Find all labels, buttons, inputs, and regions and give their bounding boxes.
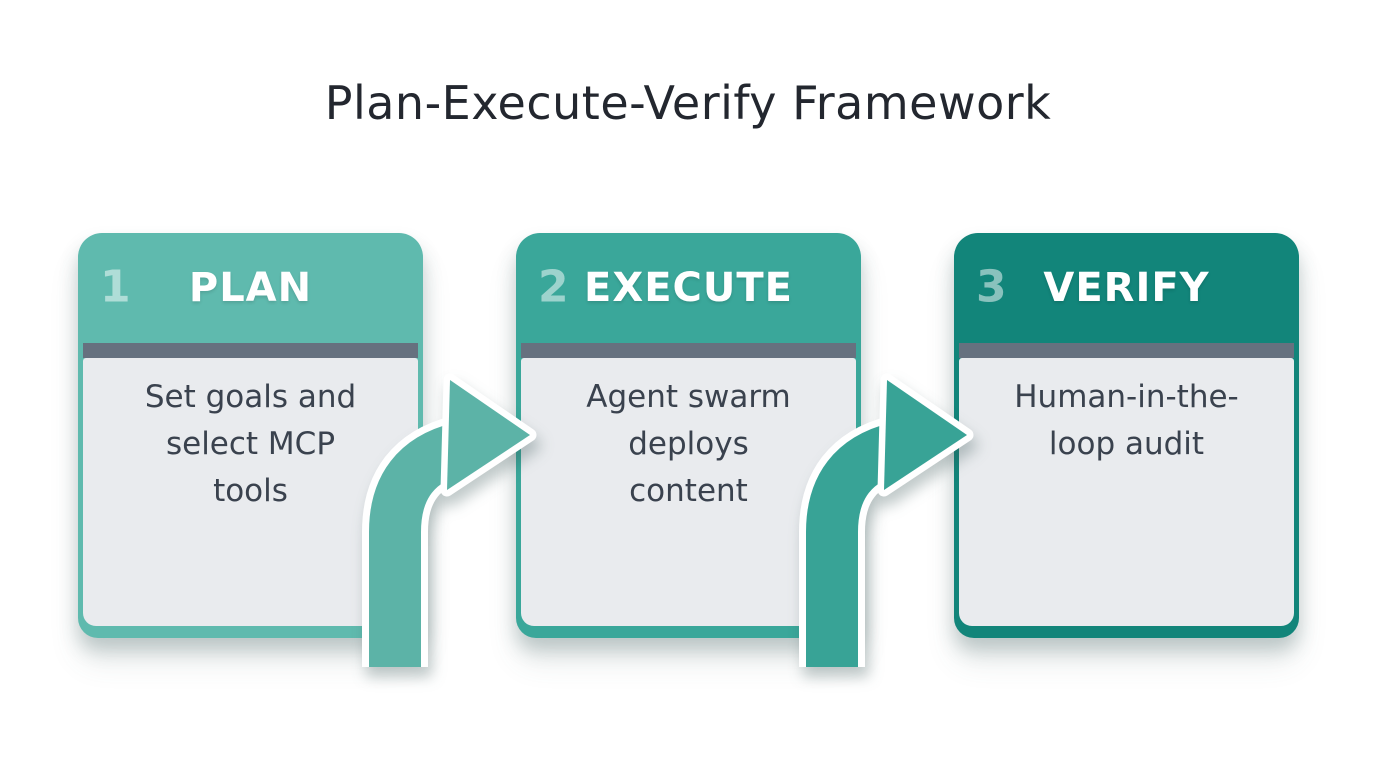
step-number: 3 [976, 261, 1007, 313]
divider-bar [959, 343, 1294, 358]
step-card-verify: 3 VERIFY Human-in-the- loop audit [954, 233, 1299, 638]
divider-bar [83, 343, 418, 358]
step-number: 1 [100, 261, 131, 313]
step-description: Human-in-the- loop audit [1014, 379, 1239, 462]
step-title: VERIFY [1043, 265, 1210, 311]
divider-bar [521, 343, 856, 358]
step-description: Agent swarm deploys content [586, 379, 791, 509]
curved-arrow-execute-to-verify-icon [799, 373, 974, 667]
step-card-header: 3 VERIFY [954, 233, 1299, 343]
step-title: EXECUTE [584, 265, 793, 311]
step-number: 2 [538, 261, 569, 313]
step-card-header: 2 EXECUTE [516, 233, 861, 343]
step-title: PLAN [188, 265, 313, 311]
diagram-title: Plan-Execute-Verify Framework [324, 76, 1052, 130]
curved-arrow-plan-to-execute-icon [362, 373, 537, 667]
step-card-body: Human-in-the- loop audit [959, 358, 1294, 626]
step-card-header: 1 PLAN [78, 233, 423, 343]
step-description: Set goals and select MCP tools [144, 379, 357, 509]
